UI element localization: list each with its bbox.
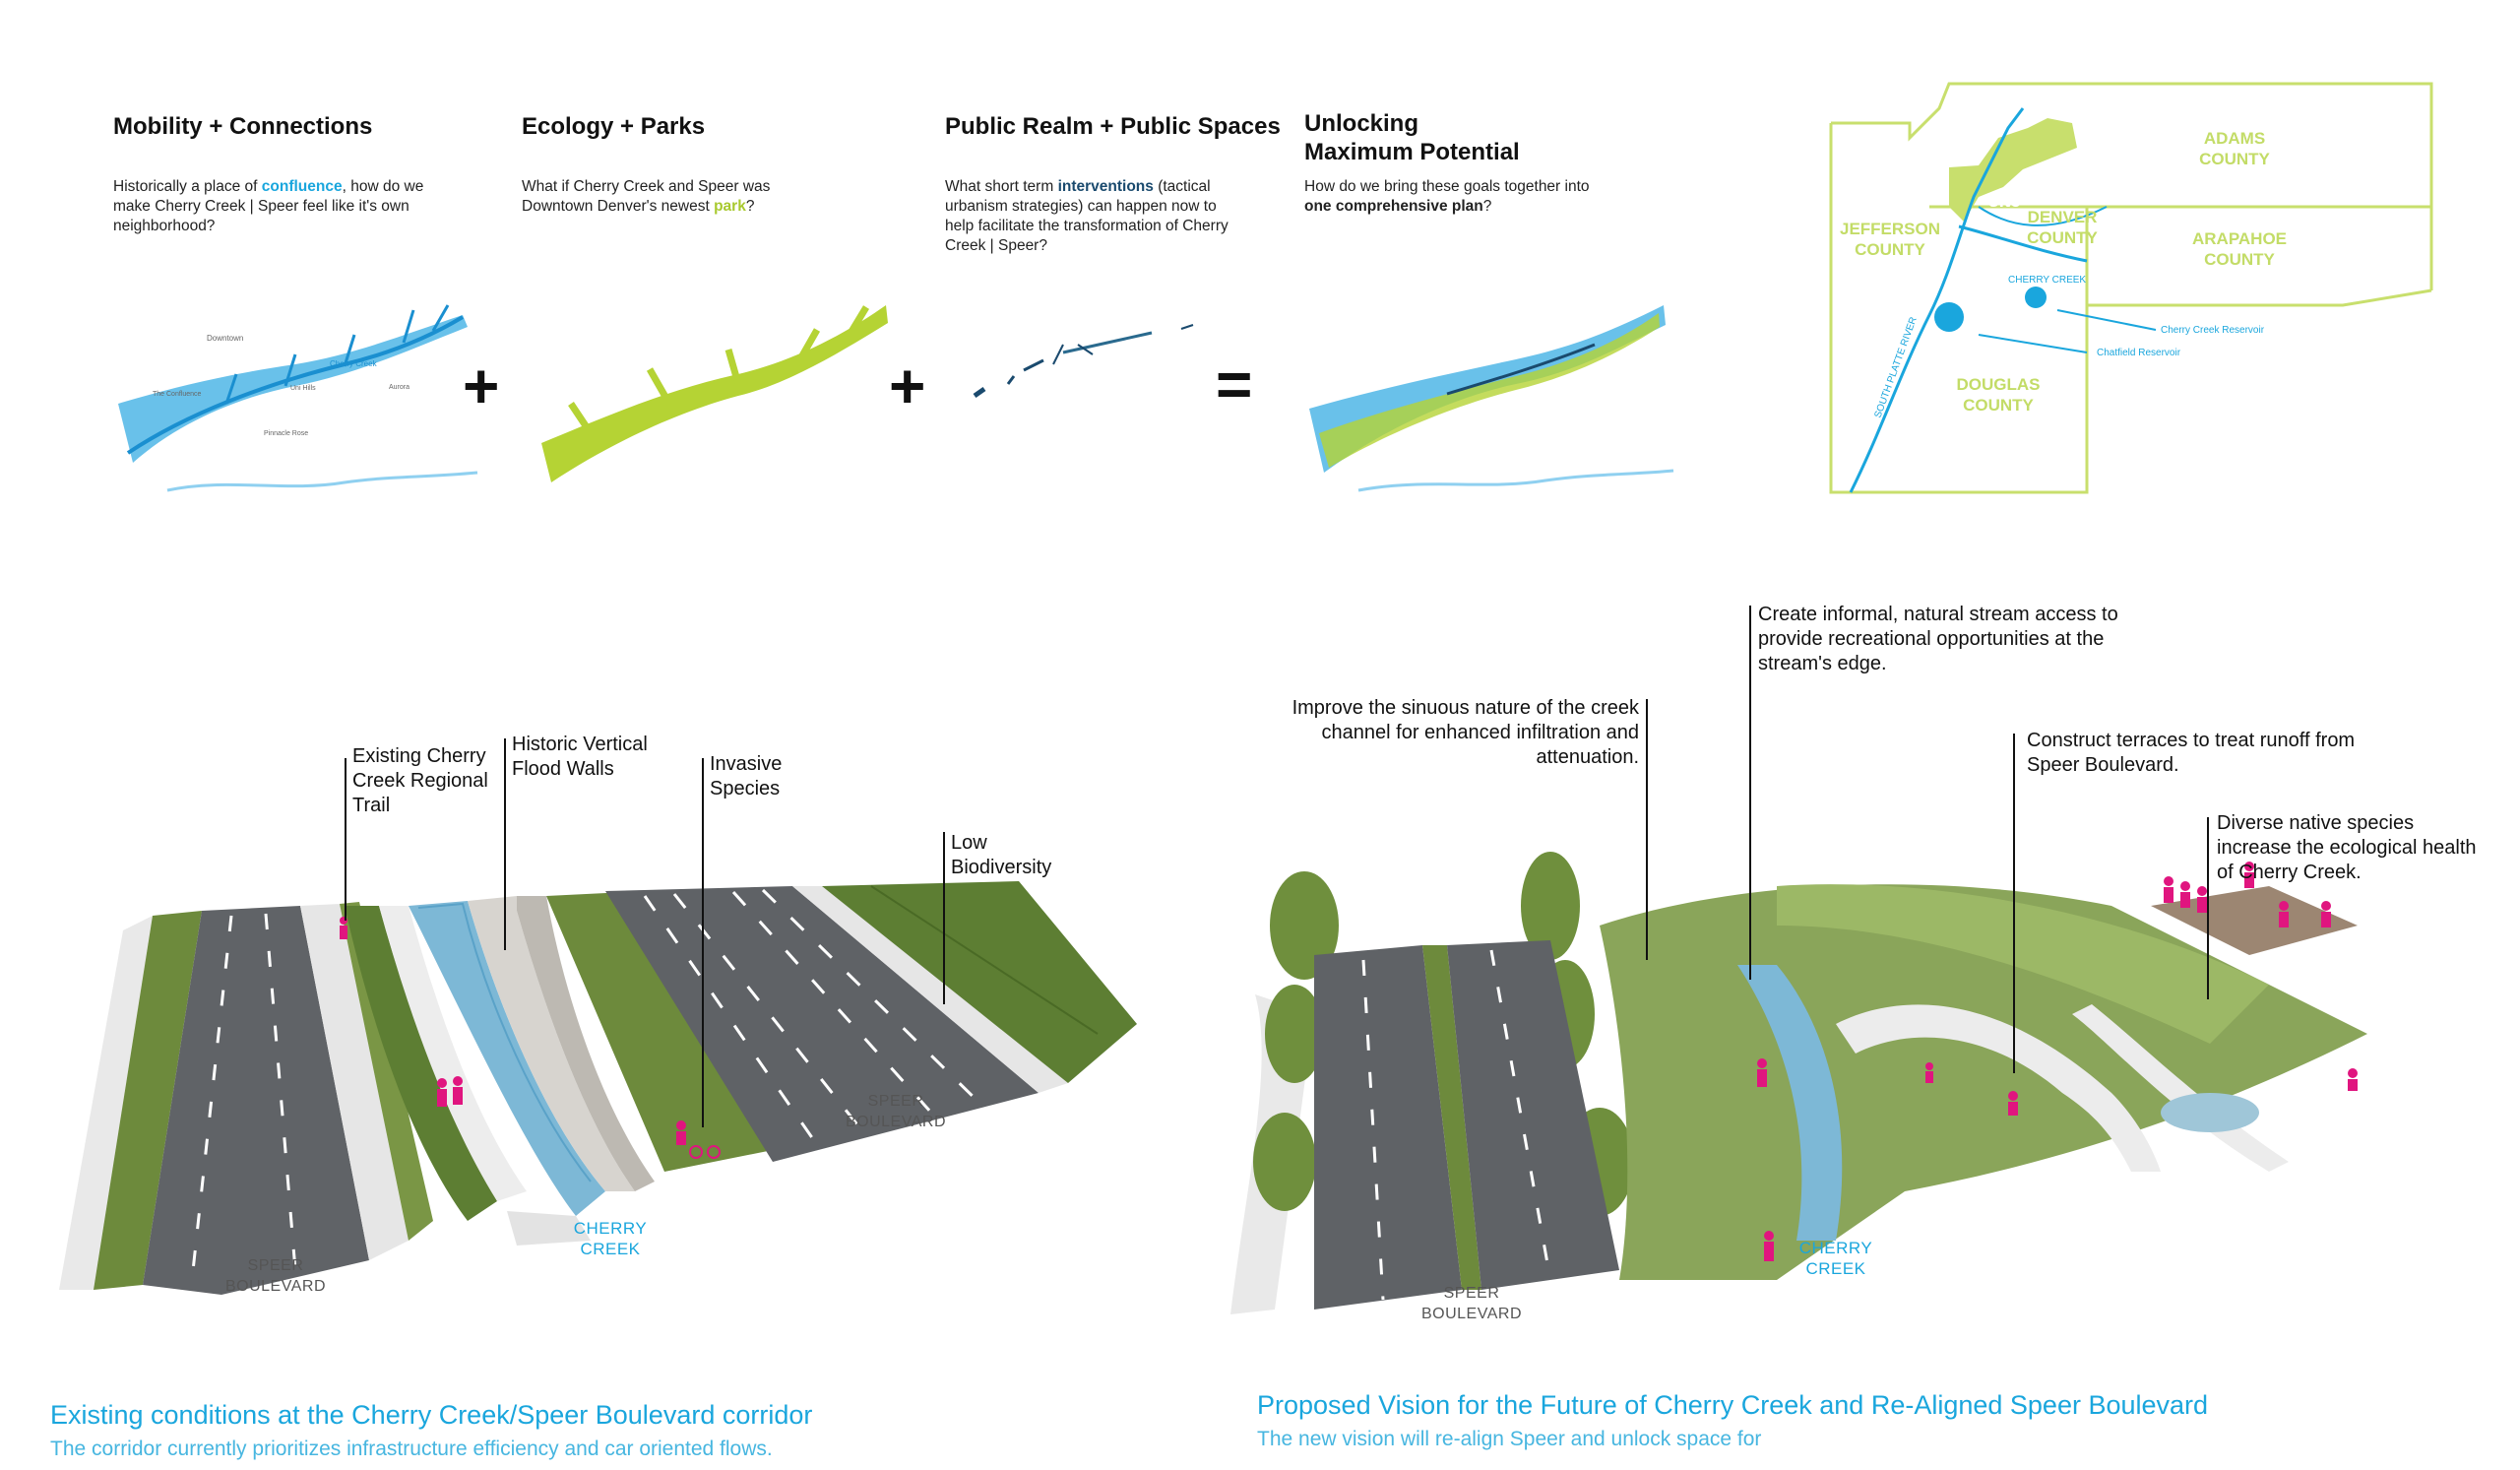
map-label-denver: DENVER COUNTY <box>2027 208 2098 247</box>
map-label-douglas: DOUGLAS COUNTY <box>1956 375 2041 415</box>
leader-stream-access <box>1749 606 1751 980</box>
leader-sinuous <box>1646 699 1648 960</box>
mobility-diagram: Downtown Cherry Creek The Confluence Uni… <box>118 304 478 492</box>
leader-terraces <box>2013 734 2015 1073</box>
label-speer-proposed: SPEER BOULEVARD <box>1420 1285 1522 1322</box>
question-mobility: Historically a place of confluence, how … <box>113 178 424 234</box>
theme-title-public-realm: Public Realm + Public Spaces <box>945 113 1281 140</box>
leader-flood-walls <box>504 738 506 950</box>
annotation-biodiversity: Low Biodiversity <box>951 832 1052 878</box>
svg-text:SOUTH PLATTE RIVER: SOUTH PLATTE RIVER <box>1872 316 1919 419</box>
svg-text:Cherry Creek Reservoir: Cherry Creek Reservoir <box>2161 325 2265 336</box>
label-speer-left: SPEER BOULEVARD <box>224 1257 326 1295</box>
equals-operator: = <box>1216 349 1253 419</box>
svg-text:Aurora: Aurora <box>389 384 410 391</box>
annotation-stream-access: Create informal, natural stream access t… <box>1758 604 2118 674</box>
map-label-jefferson: JEFFERSON COUNTY <box>1839 220 1941 259</box>
leader-trail <box>345 758 346 921</box>
annotation-trail: Existing Cherry Creek Regional Trail <box>352 745 488 816</box>
label-creek-proposed: CHERRY CREEK <box>1798 1239 1873 1278</box>
annotation-sinuous: Improve the sinuous nature of the creek … <box>1292 697 1639 768</box>
caption-existing-title: Existing conditions at the Cherry Creek/… <box>50 1400 813 1430</box>
annotation-flood-walls: Historic Vertical Flood Walls <box>512 734 648 780</box>
public-realm-diagram <box>973 324 1194 399</box>
existing-section-illustration <box>59 881 1137 1295</box>
svg-text:Pinnacle Rose: Pinnacle Rose <box>264 430 308 437</box>
label-speer-right: SPEER BOULEVARD <box>845 1093 946 1130</box>
map-label-adams: ADAMS COUNTY <box>2199 129 2270 168</box>
leader-invasive <box>702 758 704 1127</box>
theme-title-potential: Unlocking Maximum Potential <box>1304 110 1520 165</box>
caption-proposed-title: Proposed Vision for the Future of Cherry… <box>1257 1390 2209 1420</box>
question-potential: How do we bring these goals together int… <box>1304 178 1590 215</box>
svg-text:Cherry Creek: Cherry Creek <box>330 359 378 368</box>
ecology-diagram <box>541 305 888 482</box>
label-creek-existing: CHERRY CREEK <box>573 1219 648 1258</box>
theme-title-mobility: Mobility + Connections <box>113 113 373 140</box>
annotation-invasive: Invasive Species <box>710 753 783 799</box>
svg-text:Uni Hills: Uni Hills <box>290 385 316 392</box>
caption-existing-subtitle: The corridor currently prioritizes infra… <box>50 1438 773 1460</box>
proposed-section-illustration <box>1230 852 2367 1314</box>
svg-text:Chatfield Reservoir: Chatfield Reservoir <box>2097 348 2181 358</box>
leader-native-species <box>2207 817 2209 999</box>
combined-diagram <box>1309 305 1674 492</box>
annotation-native-species: Diverse native species increase the ecol… <box>2217 812 2477 883</box>
plus-operator-2: + <box>889 351 926 421</box>
caption-proposed-subtitle: The new vision will re-align Speer and u… <box>1257 1428 1762 1450</box>
map-label-arapahoe: ARAPAHOE COUNTY <box>2191 229 2288 269</box>
question-ecology: What if Cherry Creek and Speer was Downt… <box>522 178 771 215</box>
question-public-realm: What short term interventions (tactical … <box>945 178 1228 254</box>
leader-biodiversity <box>943 832 945 1004</box>
svg-text:CHERRY CREEK: CHERRY CREEK <box>2008 275 2086 286</box>
svg-text:site: site <box>1988 191 2021 212</box>
plus-operator-1: + <box>463 351 500 421</box>
svg-text:The Confluence: The Confluence <box>153 391 202 398</box>
svg-text:Downtown: Downtown <box>207 334 243 343</box>
theme-title-ecology: Ecology + Parks <box>522 113 706 140</box>
annotation-terraces: Construct terraces to treat runoff from … <box>2027 730 2356 776</box>
regional-map: site CHERRY CREEK Chatfield Reservoir Ch… <box>1829 82 2433 494</box>
